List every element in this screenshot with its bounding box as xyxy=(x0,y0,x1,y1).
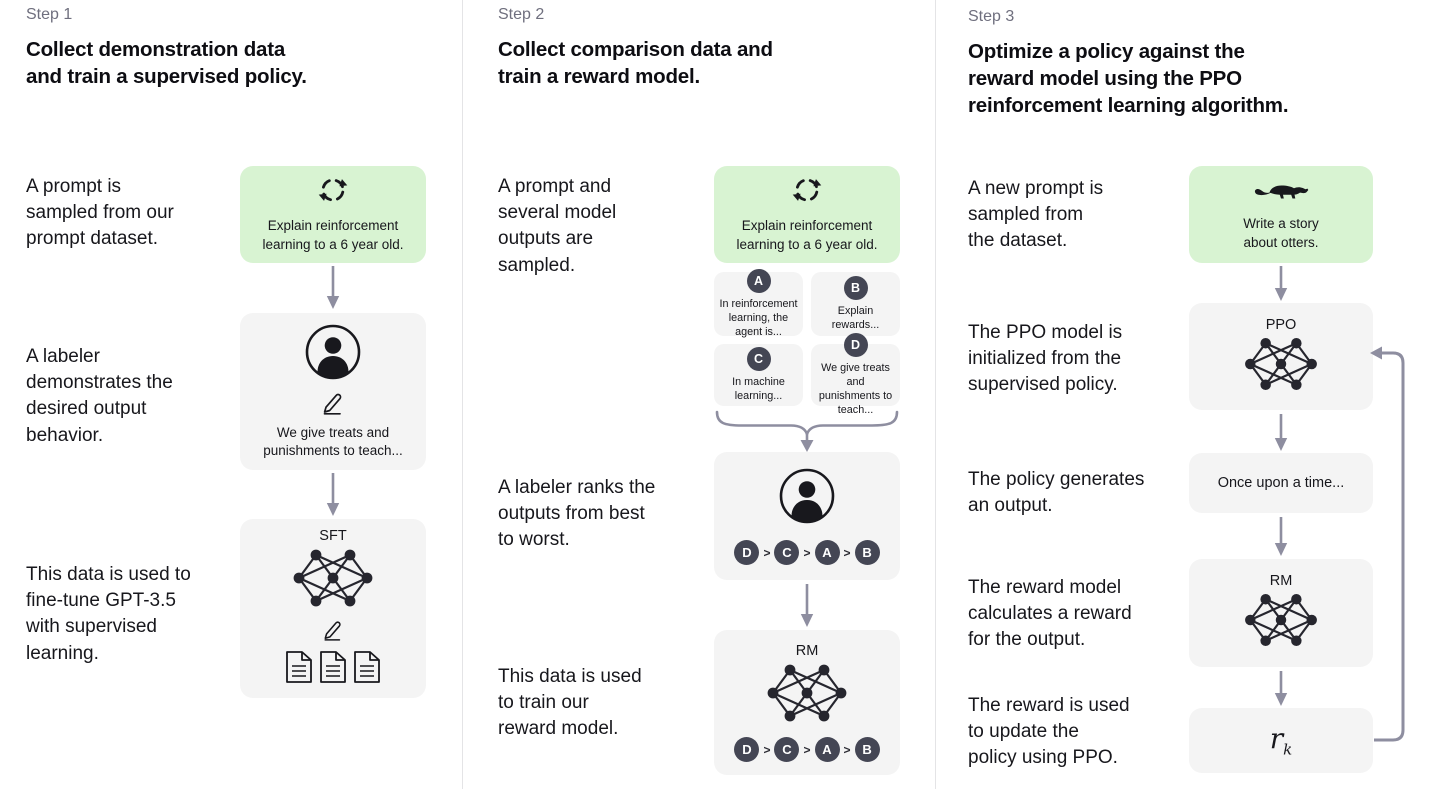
step2-label: Step 2 xyxy=(498,6,545,23)
rank-separator: > xyxy=(843,742,851,757)
rank-badge: B xyxy=(854,737,880,762)
otter-icon xyxy=(1253,177,1309,208)
arrow-down-icon xyxy=(1274,671,1288,706)
ranking: D > C > A > B xyxy=(734,540,880,565)
rank-badge: D xyxy=(734,540,760,565)
network-icon xyxy=(289,547,377,614)
step1-labeler-text: We give treats and punishments to teach.… xyxy=(263,424,403,458)
rank-badge: A xyxy=(814,540,840,565)
rank-separator: > xyxy=(803,742,811,757)
rank-badge: B xyxy=(854,540,880,565)
network-icon xyxy=(1241,592,1321,653)
output-box-b: B Explain rewards... xyxy=(811,272,900,336)
step1-prompt-text: Explain reinforcement learning to a 6 ye… xyxy=(262,218,404,252)
step1-caption-finetune: This data is used to fine-tune GPT-3.5 w… xyxy=(26,564,191,664)
step3-caption-generates: The policy generates an output. xyxy=(968,469,1145,517)
step3-label: Step 3 xyxy=(968,8,1015,25)
cycle-icon xyxy=(318,175,348,210)
output-text-c: In machine learning... xyxy=(732,375,785,402)
step3-output-text: Once upon a time... xyxy=(1217,475,1345,491)
output-text-b: Explain rewards... xyxy=(831,304,880,331)
output-box-c: C In machine learning... xyxy=(714,344,803,406)
step1-prompt-box: Explain reinforcement learning to a 6 ye… xyxy=(240,166,426,263)
step2-title: Collect comparison data and train a rewa… xyxy=(498,38,773,89)
step1-caption-prompt: A prompt is sampled from our prompt data… xyxy=(26,176,174,250)
rank-badge: C xyxy=(774,737,800,762)
pencil-icon xyxy=(322,619,344,646)
output-box-d: D We give treats and punishments to teac… xyxy=(811,332,900,416)
output-text-d: We give treats and punishments to teach.… xyxy=(818,361,893,417)
step2-rm-box: RM D > C > A xyxy=(714,630,900,775)
column-divider-2 xyxy=(935,0,936,789)
badge-c: C xyxy=(746,346,771,371)
rank-separator: > xyxy=(763,545,771,560)
step3-ppo-box: PPO xyxy=(1189,303,1373,410)
step2-prompt-text: Explain reinforcement learning to a 6 ye… xyxy=(736,218,878,252)
rm-label: RM xyxy=(1269,573,1293,589)
rank-badge: A xyxy=(814,737,840,762)
brace-arrow-icon xyxy=(715,410,899,452)
step3-caption-reward: The reward model calculates a reward for… xyxy=(968,577,1132,651)
step2-prompt-box: Explain reinforcement learning to a 6 ye… xyxy=(714,166,900,263)
rank-separator: > xyxy=(803,545,811,560)
step1-caption-labeler: A labeler demonstrates the desired outpu… xyxy=(26,346,173,446)
step2-caption-sampled: A prompt and several model outputs are s… xyxy=(498,176,617,276)
sft-label: SFT xyxy=(319,528,347,544)
step3-prompt-box: Write a story about otters. xyxy=(1189,166,1373,263)
step2-caption-train: This data is used to train our reward mo… xyxy=(498,666,642,740)
step1-title: Collect demonstration data and train a s… xyxy=(26,38,307,89)
ppo-label: PPO xyxy=(1265,316,1297,333)
output-box-a: A In reinforcement learning, the agent i… xyxy=(714,268,803,339)
network-icon xyxy=(1241,336,1321,397)
badge-b: B xyxy=(843,275,868,300)
cycle-icon xyxy=(792,175,822,210)
feedback-loop-arrow-icon xyxy=(1370,346,1405,742)
step3-reward-box: rk xyxy=(1189,708,1373,773)
arrow-down-icon xyxy=(1274,266,1288,301)
step2-caption-ranks: A labeler ranks the outputs from best to… xyxy=(498,477,656,551)
pencil-icon xyxy=(321,391,345,420)
rank-badge: C xyxy=(774,540,800,565)
step3-caption-new-prompt: A new prompt is sampled from the dataset… xyxy=(968,178,1104,252)
person-icon xyxy=(304,323,362,386)
step3-rm-box: RM xyxy=(1189,559,1373,667)
column-divider-1 xyxy=(462,0,463,789)
step3-title: Optimize a policy against the reward mod… xyxy=(968,40,1289,118)
step3-prompt-text: Write a story about otters. xyxy=(1243,216,1319,250)
rank-separator: > xyxy=(763,742,771,757)
arrow-down-icon xyxy=(326,266,340,309)
network-icon xyxy=(763,662,851,729)
step1-labeler-box: We give treats and punishments to teach.… xyxy=(240,313,426,470)
output-text-a: In reinforcement learning, the agent is.… xyxy=(719,297,798,339)
ranking: D > C > A > B xyxy=(734,737,880,762)
step1-label: Step 1 xyxy=(26,6,73,23)
rm-label: RM xyxy=(795,643,819,659)
step1-sft-box: SFT xyxy=(240,519,426,698)
step3-caption-init: The PPO model is initialized from the su… xyxy=(968,322,1123,396)
rank-separator: > xyxy=(843,545,851,560)
badge-d: D xyxy=(843,332,868,357)
documents-icon xyxy=(286,651,380,689)
rank-badge: D xyxy=(734,737,760,762)
reward-value: rk xyxy=(1269,722,1293,759)
arrow-down-icon xyxy=(1274,414,1288,451)
step2-rank-box: D > C > A > B xyxy=(714,452,900,580)
step3-output-box: Once upon a time... xyxy=(1189,453,1373,513)
badge-a: A xyxy=(746,268,771,293)
arrow-down-icon xyxy=(326,473,340,516)
step3-caption-update: The reward is used to update the policy … xyxy=(968,695,1130,769)
arrow-down-icon xyxy=(1274,517,1288,556)
person-icon xyxy=(778,467,836,530)
arrow-down-icon xyxy=(800,584,814,627)
